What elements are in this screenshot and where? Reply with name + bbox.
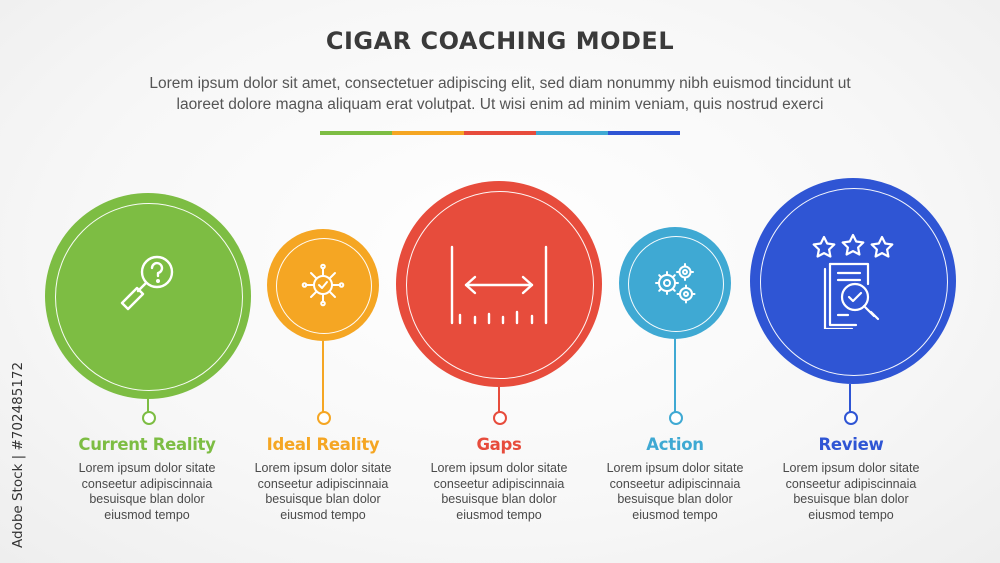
connector-node — [669, 411, 683, 425]
step-circle-current-reality — [45, 193, 251, 399]
step-description: Lorem ipsum dolor sitate conseetur adipi… — [62, 461, 232, 523]
description-line: conseetur adipiscinnaia — [433, 476, 565, 491]
stock-watermark: Adobe Stock | #702485172 — [10, 361, 26, 548]
gap-measure-icon — [450, 245, 548, 325]
description-line: eiusmod tempo — [632, 507, 718, 522]
description-line: conseetur adipiscinnaia — [609, 476, 741, 491]
description-line: conseetur adipiscinnaia — [81, 476, 213, 491]
subtitle-line-2: laoreet dolore magna aliquam erat volutp… — [176, 96, 824, 113]
step-title-gaps: Gaps — [476, 435, 522, 454]
divider-segment — [464, 131, 536, 135]
step-title-current-reality: Current Reality — [78, 435, 216, 454]
step-title-review: Review — [818, 435, 884, 454]
step-circle-review — [750, 178, 956, 384]
divider-segment — [392, 131, 464, 135]
connector-line — [849, 384, 851, 412]
target-network-icon — [301, 263, 345, 307]
subtitle: Lorem ipsum dolor sit amet, consectetuer… — [60, 73, 940, 115]
step-description: Lorem ipsum dolor sitate conseetur adipi… — [590, 461, 760, 523]
step-description: Lorem ipsum dolor sitate conseetur adipi… — [238, 461, 408, 523]
step-description: Lorem ipsum dolor sitate conseetur adipi… — [414, 461, 584, 523]
step-description: Lorem ipsum dolor sitate conseetur adipi… — [766, 461, 936, 523]
connector-node — [317, 411, 331, 425]
circle-ring — [55, 203, 243, 391]
description-line: Lorem ipsum dolor sitate — [430, 461, 568, 475]
step-title-ideal-reality: Ideal Reality — [266, 435, 380, 454]
circle-ring — [276, 238, 372, 334]
divider-segment — [320, 131, 392, 135]
circle-ring — [628, 236, 724, 332]
description-line: eiusmod tempo — [808, 507, 894, 522]
circle-ring — [406, 191, 594, 379]
gears-icon — [655, 263, 696, 304]
connector-line — [674, 339, 676, 412]
description-line: conseetur adipiscinnaia — [785, 476, 917, 491]
subtitle-line-1: Lorem ipsum dolor sit amet, consectetuer… — [149, 75, 851, 92]
description-line: conseetur adipiscinnaia — [257, 476, 389, 491]
description-line: eiusmod tempo — [456, 507, 542, 522]
step-circle-ideal-reality — [267, 229, 379, 341]
description-line: eiusmod tempo — [280, 507, 366, 522]
page-title: CIGAR COACHING MODEL — [325, 27, 675, 55]
description-line: besuisque blan dolor — [89, 492, 205, 506]
connector-line — [147, 399, 149, 412]
description-line: Lorem ipsum dolor sitate — [254, 461, 392, 475]
description-line: besuisque blan dolor — [265, 492, 381, 506]
magnifier-question-icon — [120, 255, 174, 311]
description-line: besuisque blan dolor — [617, 492, 733, 506]
review-document-stars-icon — [812, 233, 894, 329]
step-circle-action — [619, 227, 731, 339]
color-divider — [320, 131, 680, 135]
connector-node — [844, 411, 858, 425]
step-title-action: Action — [646, 435, 704, 454]
connector-node — [142, 411, 156, 425]
step-circle-gaps — [396, 181, 602, 387]
description-line: Lorem ipsum dolor sitate — [606, 461, 744, 475]
circle-ring — [760, 188, 948, 376]
description-line: besuisque blan dolor — [793, 492, 909, 506]
description-line: Lorem ipsum dolor sitate — [78, 461, 216, 475]
description-line: besuisque blan dolor — [441, 492, 557, 506]
divider-segment — [608, 131, 680, 135]
description-line: eiusmod tempo — [104, 507, 190, 522]
description-line: Lorem ipsum dolor sitate — [782, 461, 920, 475]
connector-line — [498, 387, 500, 412]
connector-line — [322, 341, 324, 412]
connector-node — [493, 411, 507, 425]
divider-segment — [536, 131, 608, 135]
